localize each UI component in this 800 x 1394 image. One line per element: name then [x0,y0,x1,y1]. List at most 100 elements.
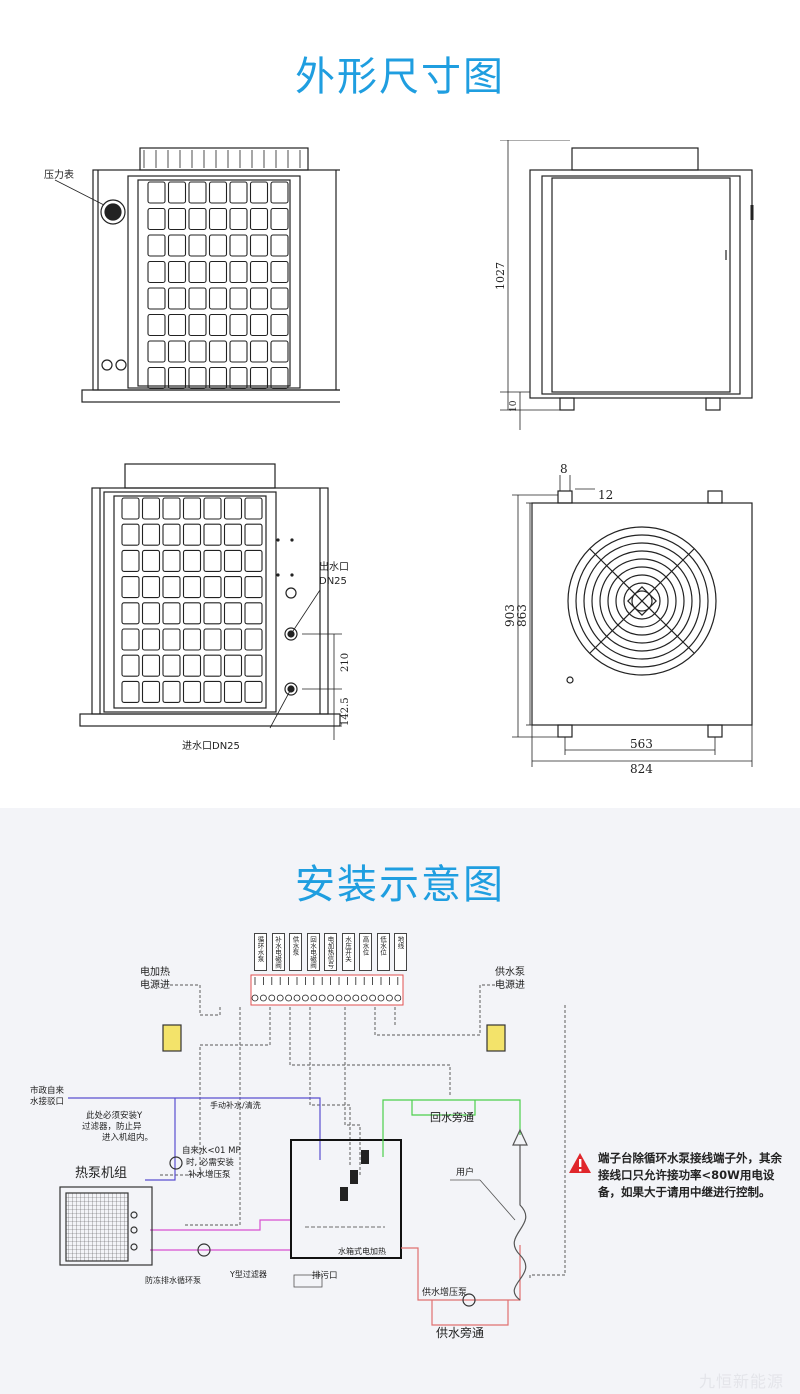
louver-panel [182,680,202,703]
louver-panel [162,497,181,520]
filter-note-3: 进入机组内。 [102,1132,153,1143]
terminal-screw [268,994,276,1002]
louver-panel [141,654,161,677]
terminal-screw [385,994,393,1002]
louver-panel [162,628,181,651]
louver-panel [229,313,248,337]
louver-panel [229,260,248,284]
louver-panel [229,287,248,310]
louver-panel [141,602,161,625]
louver-panel [244,654,263,677]
terminal-label-circulation-pump: 循环水泵 [254,933,267,971]
louver-panel [162,549,181,572]
louver-panel [167,234,187,257]
louver-panel [188,340,207,363]
louver-panel [249,366,269,390]
louver-panel [270,313,289,337]
louver-panel [244,523,263,546]
terminal-screw [251,994,259,1002]
terminal-label-return-valve: 回水电磁阀 [306,933,320,971]
louver-panel [270,366,289,390]
louver-panel [121,523,140,546]
louver-panel [167,366,187,390]
heat-pump-unit-label: 热泵机组 [75,1166,127,1181]
fan-guard-ring [567,526,717,676]
louver-panel [249,287,269,310]
pump-power-label-1: 供水泵 [495,965,525,978]
louver-panel [188,181,207,204]
fan-guard-ring [591,550,693,652]
louver-panel [203,602,222,625]
fan-guard-ring [631,590,653,612]
louver-panel [188,207,207,231]
warning-icon [569,1153,591,1173]
louver-panel [203,576,222,599]
city-water-label-1: 市政自来 [30,1085,65,1096]
terminal-screw [327,994,335,1002]
inlet-label: 进水口DN25 [182,740,240,752]
louver-panel [208,181,228,204]
louver-panel [249,234,269,257]
louver-panel [203,549,222,572]
louver-panel [182,654,202,677]
fan-guard-ring [583,542,701,660]
terminal-screw [335,994,343,1002]
louver-panel [249,260,269,284]
filter-note-2: 过滤器，防止异 [82,1121,142,1132]
fan-guard-strut [589,548,695,654]
terminal-screw [377,994,385,1002]
terminal-screw [343,994,351,1002]
city-water-label-2: 水接驳口 [30,1096,64,1107]
return-bypass-label: 回水旁通 [430,1110,474,1124]
section-title-outline: 外形尺寸图 [295,54,505,100]
louver-panel [229,181,248,204]
fan-guard-ring [575,534,709,668]
heater-power-label-2: 电源进 [140,978,170,991]
louver-panel [188,287,207,310]
louver-panel [188,234,207,257]
louver-panel [229,340,248,363]
louver-panel [270,287,289,310]
louver-panel [167,207,187,231]
louver-panel [244,549,263,572]
louver-panel [162,523,181,546]
supply-bypass-label: 供水旁通 [436,1325,484,1340]
terminal-screw [318,994,326,1002]
outer-height-dimension: 903 [503,604,517,627]
louver-panel [270,181,289,204]
louver-panel [182,497,202,520]
louver-panel [147,340,166,363]
louver-panel [270,234,289,257]
louver-panel [147,234,166,257]
pump-power-label-2: 电源进 [495,978,525,991]
louver-panel [229,366,248,390]
tank-heater-label: 水箱式电加热 [338,1246,386,1256]
manual-fill-label: 手动补水/清洗 [210,1100,261,1110]
terminal-screw [360,994,368,1002]
back-view-drawing: 出水口 DN25 进水口DN25 210 142.5 [79,463,351,752]
louver-panel [121,654,140,677]
louver-panel [141,680,161,703]
top-view-drawing: 8 12 903 863 563 824 [503,462,753,775]
fan-hub [627,586,657,616]
louver-panel [208,366,228,390]
wiring-warning-text: 端子台除循环水泵接线端子外，其余接线口只允许接功率<80W用电设备，如果大于请用… [598,1151,782,1199]
front-view-drawing: 压力表 [44,147,340,403]
louver-panel [244,602,263,625]
antifreeze-pump-label: 防冻排水循环泵 [145,1275,201,1285]
louver-panel [141,523,161,546]
fan-guard-ring [623,582,661,620]
louver-panel [167,287,187,310]
terminal-block [250,974,404,1006]
louver-panel [270,260,289,284]
louver-panel [141,628,161,651]
terminal-screw [394,994,402,1002]
louver-panel [121,576,140,599]
louver-panel [208,340,228,363]
louver-panel [141,576,161,599]
outline-dimensions-section: 外形尺寸图 压力表 [44,54,754,775]
louver-panel [229,207,248,231]
y-filter-label: Y型过滤器 [229,1269,267,1279]
louver-panel [244,680,263,703]
louver-panel [188,366,207,390]
